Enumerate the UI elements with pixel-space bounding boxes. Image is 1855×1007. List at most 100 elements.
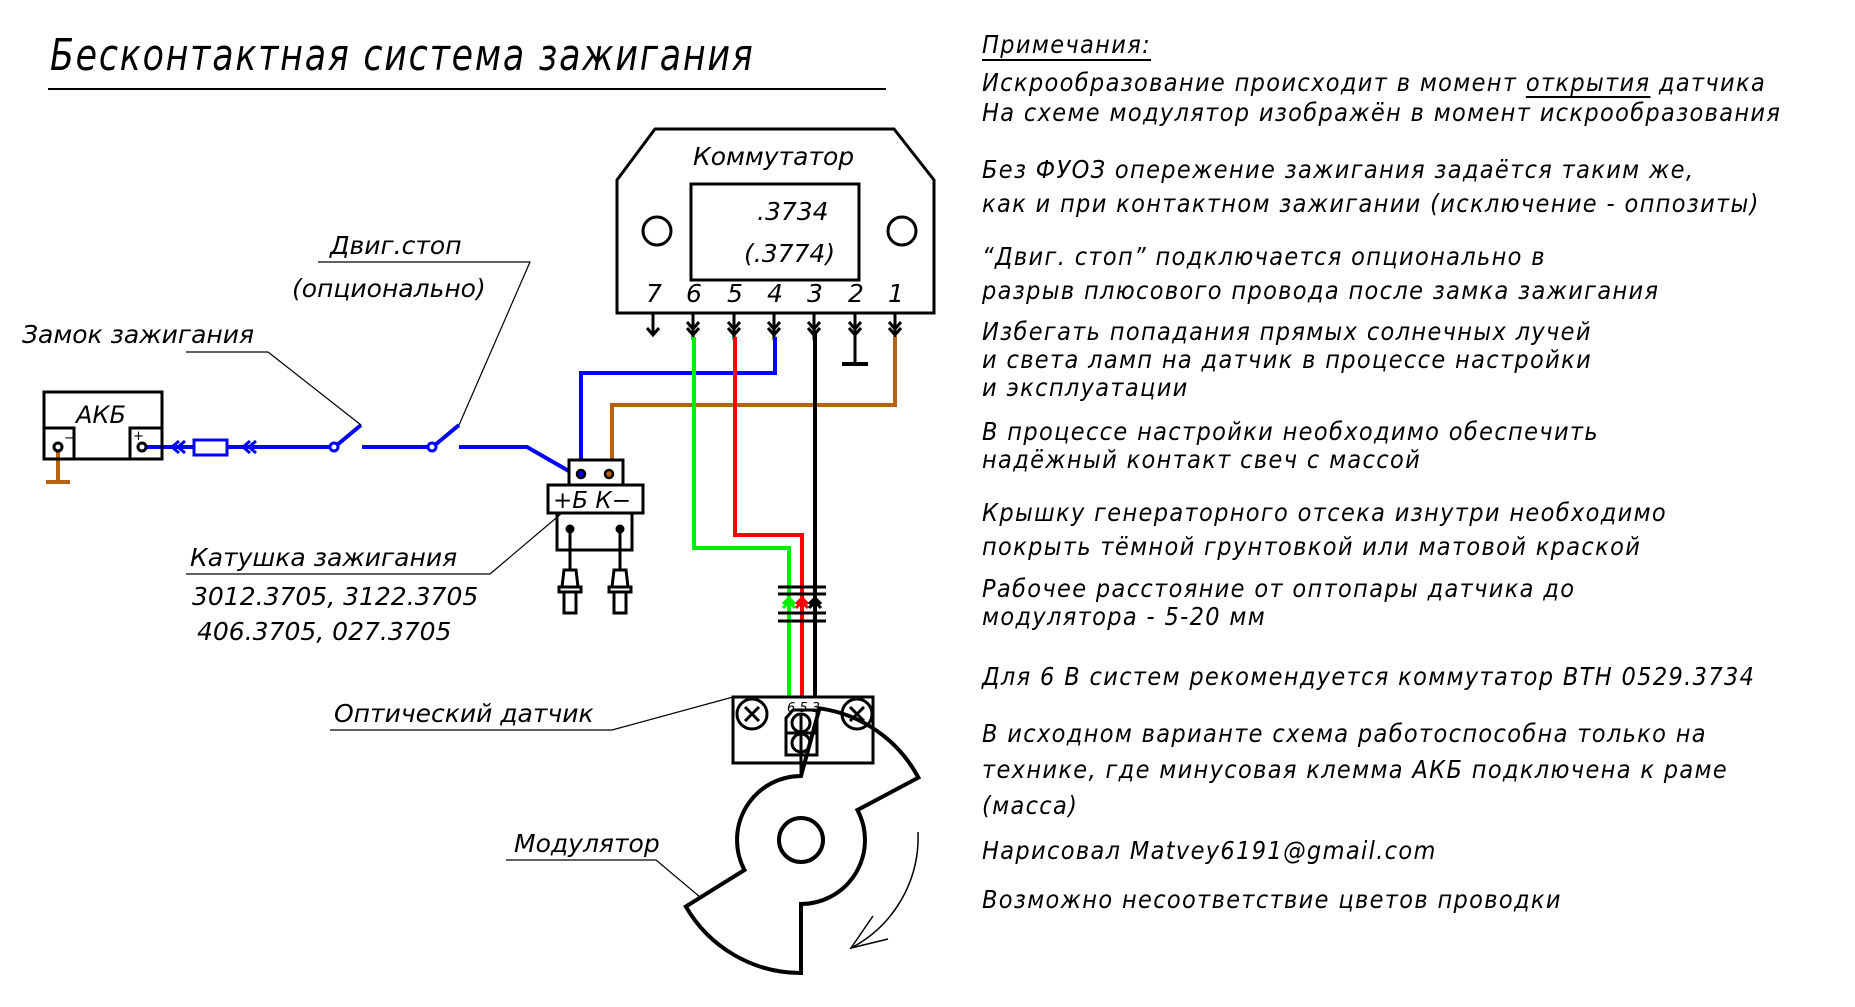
engine-stop-switch-blade: [433, 423, 461, 447]
commutator-pin-label-3: 3: [807, 279, 823, 308]
ignition-coil: +Б К−: [546, 458, 645, 615]
commutator-pin-arrow-7: [645, 327, 661, 338]
engine-stop-optional-label: (опционально): [292, 274, 486, 303]
note-item: Нарисовал Matvey6191@gmail.com: [982, 836, 1437, 866]
commutator-title: Коммутатор: [693, 142, 854, 171]
wires: [46, 330, 897, 697]
modulator-label: Модулятор: [514, 829, 660, 858]
optical-sensor-label: Оптический датчик: [334, 699, 594, 728]
leader-coil: [186, 512, 563, 575]
wire-connector: [778, 585, 826, 623]
battery-minus-label: −: [64, 431, 75, 446]
note-item: Без ФУОЗ опережение зажигания задаётся т…: [982, 153, 1760, 221]
battery-minus-terminal: [52, 441, 64, 453]
note-line: В процессе настройки необходимо обеспечи…: [982, 417, 1599, 446]
rotation-arrow-head: [849, 915, 889, 950]
note-line: надёжный контакт свеч с массой: [982, 445, 1422, 474]
wire-brown-pin1: [610, 337, 897, 478]
ignition-lock-switch-blade: [335, 423, 363, 447]
coil-models-2: 406.3705, 027.3705: [197, 617, 451, 646]
engine-stop-pivot: [426, 441, 438, 453]
commutator-pin-arrow-4: [766, 327, 782, 338]
battery-plus-label: +: [133, 429, 144, 444]
commutator-pin-arrow2-3: [806, 321, 822, 332]
sensor-screw-left: [735, 697, 769, 731]
note-line: разрыв плюсового провода после замка заж…: [982, 276, 1660, 305]
mount-hole-right: [886, 215, 918, 247]
coil-label: Катушка зажигания: [190, 543, 457, 572]
commutator-alt-model: (.3774): [744, 239, 835, 268]
note-line: На схеме модулятор изображён в момент ис…: [982, 98, 1782, 127]
note-line: В исходном варианте схема работоспособна…: [982, 719, 1707, 748]
commutator-pin-arrow2-2: [847, 321, 863, 332]
coil-k-terminal: [603, 468, 615, 480]
commutator-model: .3734: [757, 197, 829, 226]
wire-blue-supply-3: [459, 445, 582, 480]
mount-hole-left: [641, 215, 673, 247]
engine-stop-label: Двиг.стоп: [329, 231, 462, 260]
commutator-pin-label-7: 7: [646, 279, 662, 308]
ignition-lock-label: Замок зажигания: [22, 320, 254, 349]
fuse: [192, 438, 229, 457]
leader-engine-stop: [318, 261, 531, 426]
rotation-direction-arrow: [850, 831, 919, 949]
battery-label: АКБ: [74, 401, 126, 429]
fuse-connector-arrows: [169, 439, 257, 455]
note-line: как и при контактном зажигании (исключен…: [982, 189, 1760, 218]
note-line: покрыть тёмной грунтовкой или матовой кр…: [982, 532, 1642, 561]
note-line: Искрообразование происходит в момент отк…: [982, 68, 1767, 97]
note-line: Рабочее расстояние от оптопары датчика д…: [982, 574, 1576, 603]
note-item: Для 6 В систем рекомендуется коммутатор …: [982, 662, 1755, 692]
commutator-pin-arrow2-5: [726, 321, 742, 332]
note-line: модулятора - 5-20 мм: [982, 602, 1267, 631]
note-line: и эксплуатации: [982, 373, 1189, 402]
optical-sensor: 6 5 3: [731, 695, 875, 778]
battery: АКБ − +: [42, 390, 164, 461]
commutator-pin-label-2: 2: [848, 279, 864, 308]
leader-optical-sensor: [330, 696, 734, 731]
commutator-pin-arrow-1: [887, 327, 903, 338]
note-emphasis: открытия: [1525, 68, 1651, 97]
sensor-pin-labels: 6 5 3: [787, 701, 820, 716]
notes-heading: Примечания:: [982, 30, 1152, 59]
wire-blue-pin4: [579, 337, 777, 478]
coil-plus-terminal: [575, 468, 587, 480]
commutator-pin-arrow2-1: [887, 321, 903, 332]
note-line: Избегать попадания прямых солнечных луче…: [982, 317, 1592, 346]
note-item: “Двиг. стоп” подключается опционально в р…: [982, 240, 1659, 308]
commutator-pin-arrow-5: [726, 327, 742, 338]
note-line: и света ламп на датчик в процессе настро…: [982, 345, 1593, 374]
note-line: Крышку генераторного отсека изнутри необ…: [982, 498, 1668, 527]
note-line: технике, где минусовая клемма АКБ подклю…: [982, 755, 1729, 784]
note-item: В исходном варианте схема работоспособна…: [982, 716, 1728, 824]
commutator-label-box: [689, 182, 861, 282]
commutator-pin-arrow2-6: [685, 321, 701, 332]
coil-models-1: 3012.3705, 3122.3705: [192, 582, 478, 611]
note-item: В процессе настройки необходимо обеспечи…: [982, 418, 1599, 474]
title-underline: [48, 88, 886, 90]
note-line: (масса): [982, 791, 1079, 820]
note-line: Без ФУОЗ опережение зажигания задаётся т…: [982, 155, 1695, 184]
commutator-pin-label-6: 6: [686, 279, 702, 308]
note-line: Для 6 В систем рекомендуется коммутатор …: [982, 662, 1756, 691]
note-item: Избегать попадания прямых солнечных луче…: [982, 318, 1592, 402]
commutator-pin-arrow2-4: [766, 321, 782, 332]
note-item: Крышку генераторного отсека изнутри необ…: [982, 496, 1667, 564]
note-item: Искрообразование происходит в момент отк…: [982, 68, 1781, 128]
wire-red-pin5: [733, 337, 804, 697]
commutator-pin-label-5: 5: [727, 279, 743, 308]
modulator: [683, 706, 922, 976]
wire-green-pin6: [692, 337, 791, 697]
coil-terminal-labels: +Б К−: [553, 488, 631, 514]
note-item: Рабочее расстояние от оптопары датчика д…: [982, 575, 1575, 631]
note-line: “Двиг. стоп” подключается опционально в: [982, 242, 1546, 271]
note-item: Возможно несоответствие цветов проводки: [982, 885, 1562, 915]
leader-modulator: [506, 859, 701, 898]
page-title: Бесконтактная система зажигания: [50, 30, 755, 81]
commutator-pin-arrow-6: [685, 327, 701, 338]
note-line: Возможно несоответствие цветов проводки: [982, 885, 1562, 914]
battery-plus-terminal: [136, 441, 148, 453]
leader-ignition-lock: [186, 351, 362, 426]
